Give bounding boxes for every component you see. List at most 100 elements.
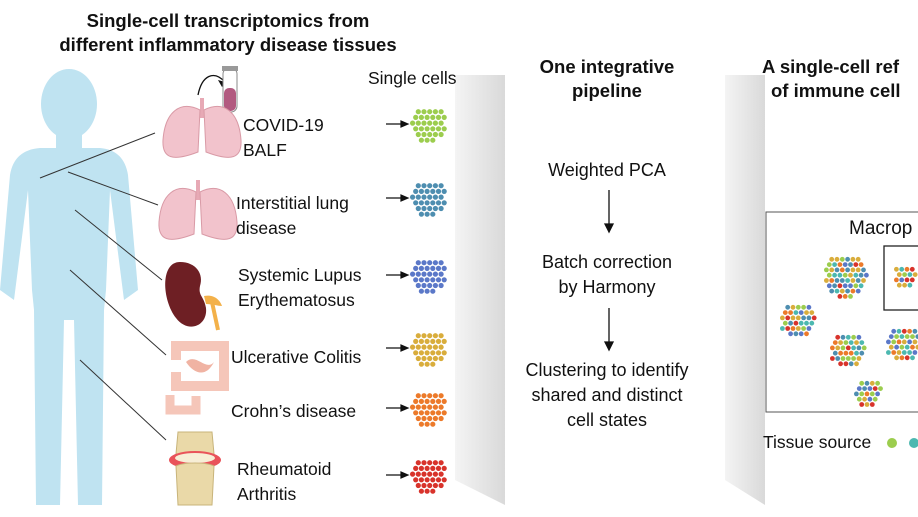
umap-cell-dot [864,272,869,278]
umap-cell-dot [886,350,891,355]
cell-dot [410,471,416,477]
umap-cell-dot [848,262,853,267]
cell-dot [435,350,442,356]
cell-dot [427,109,433,115]
umap-cell-dot [829,267,835,273]
cell-dot [438,404,444,410]
umap-cell-dot [856,334,862,340]
umap-cell-dot [896,328,902,334]
cell-dot [438,120,444,126]
umap-cell-dot [804,331,809,337]
cell-dot [421,355,427,362]
umap-cell-dot [907,272,913,277]
disease-label-covid-line2: BALF [243,140,287,160]
umap-cell-dot [851,356,856,361]
umap-cell-dot [858,272,864,278]
umap-cell-dot [832,283,837,289]
cell-dot [438,109,444,115]
cell-dot [418,288,424,294]
umap-cell-dot [840,334,846,340]
umap-cell-dot [894,355,899,361]
umap-cell-dot [793,320,799,326]
cell-dot [413,200,419,206]
cell-dot [438,205,444,212]
cell-dot [421,471,427,477]
umap-cell-dot [824,267,829,273]
umap-cell-dot [838,361,843,367]
cell-dot [415,271,421,277]
umap-cell-dot [872,396,878,402]
umap-cell-dot [858,262,864,267]
cell-dot [432,415,438,422]
umap-cell-dot [842,272,848,278]
cell-dot [421,120,427,126]
umap-cell-dot [859,402,865,407]
cell-dot [432,344,438,350]
umap-cell-dot [854,361,859,367]
umap-cell-dot [845,256,850,262]
cell-dot [413,465,419,471]
step-clustering-line2: shared and distinct [531,385,683,405]
cell-dot [435,465,442,471]
umap-cell-dot [891,339,897,345]
umap-cell-dot [894,334,899,339]
umap-cell-dot [886,339,891,345]
cell-dot [438,333,444,339]
umap-cell-dot [834,288,840,294]
umap-cell-dot [855,288,861,294]
umap-cell-dot [839,267,845,273]
cell-dot [438,344,444,350]
cell-dot [415,131,421,138]
middle-title-line2: pipeline [572,80,642,101]
cell-dot [441,477,447,483]
umap-cell-dot [826,272,832,278]
umap-cell-dot [910,344,915,350]
cell-dot [435,338,442,344]
umap-cell-dot [907,350,912,355]
umap-cell-dot [848,340,854,345]
cell-dot [432,120,438,126]
umap-cell-dot [894,277,899,283]
umap-cell-dot [788,331,793,337]
cell-dot [430,211,436,217]
umap-cell-dot [894,344,899,350]
cell-dot [430,277,436,283]
umap-cell-dot [899,277,905,283]
umap-clusters [780,256,918,407]
umap-cell-dot [842,294,848,299]
umap-cell-dot [806,315,812,321]
umap-cell-dot [834,256,840,262]
umap-cell-dot [845,334,851,340]
umap-cell-dot [782,310,788,315]
cell-dot [427,460,433,466]
cell-dot [415,415,421,422]
umap-cell-dot [851,334,856,340]
umap-cell-dot [839,278,845,283]
umap-cell-dot [861,267,866,273]
cell-dot [415,482,421,489]
cell-dot [418,398,424,404]
umap-cell-dot [835,356,841,361]
cell-dot [415,205,421,212]
umap-cell-dot [851,345,856,351]
cell-dot [413,477,419,483]
umap-cell-dot [832,340,838,345]
umap-cell-dot [826,283,832,289]
disease-label-ra-line2: Arthritis [237,484,297,504]
cell-dot [432,471,438,477]
umap-cell-dot [811,315,817,321]
disease-label-covid-line1: COVID-19 [243,115,324,135]
umap-cell-dot [869,391,875,397]
disease-label-ild-line2: disease [236,218,297,238]
right-title-line2: of immune cell [771,80,901,101]
cell-dot [421,282,427,289]
umap-cell-dot [907,339,912,345]
umap-cell-dot [912,328,918,334]
umap-cell-dot [855,278,861,283]
cell-dot [432,333,438,339]
cell-dot [421,260,427,266]
cell-dot [421,460,427,466]
cell-dot [432,109,438,115]
umap-cell-dot [872,386,878,391]
cell-dot [424,338,430,344]
